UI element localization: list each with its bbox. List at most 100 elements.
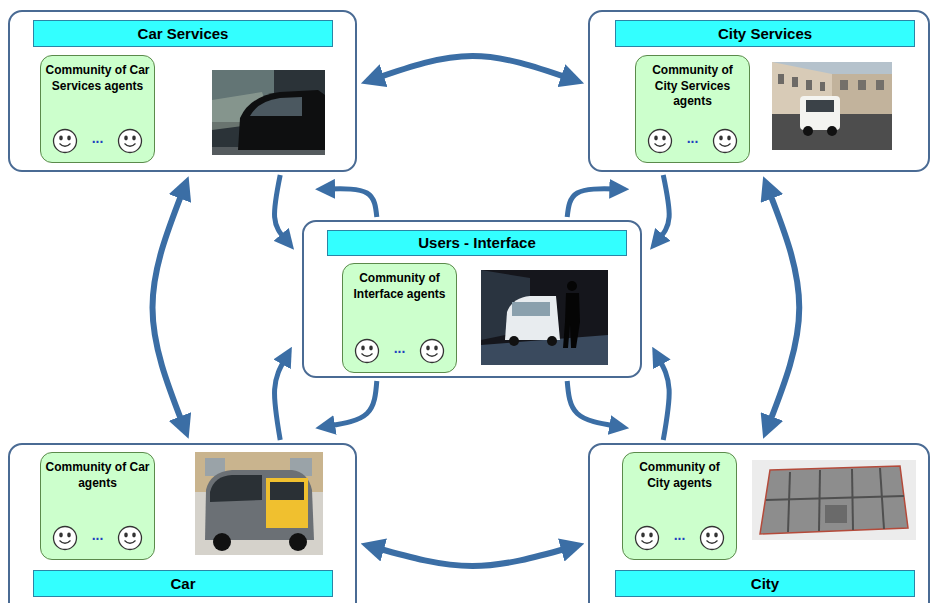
car-photo-part (289, 533, 307, 551)
smiley-mouth (59, 144, 70, 147)
smiley-eye (132, 533, 136, 538)
city-floorplan-picture-part (752, 460, 916, 540)
city-services-photo-part (832, 74, 892, 114)
ellipsis-mark: ... (92, 131, 104, 151)
smiley-eye (361, 346, 365, 351)
agent-row: ... (627, 523, 732, 553)
smiley-eye (59, 533, 63, 538)
community-title: Community of Interface agents (347, 271, 452, 302)
agent-smiley (52, 128, 78, 154)
smiley-mouth (125, 144, 136, 147)
car-photo-part (205, 470, 314, 540)
smiley-face (355, 340, 378, 363)
smiley-eye (727, 136, 731, 141)
smiley-eye (714, 533, 718, 538)
smiley-eye (649, 533, 653, 538)
interface-photo-part (563, 293, 580, 348)
community-title: Community of Car Services agents (45, 63, 150, 94)
city-services-photo-part (803, 126, 813, 136)
smiley-face (648, 130, 671, 153)
smiley-mouth (125, 541, 136, 544)
smiley-eye (67, 136, 71, 141)
agent-community-box: Community of Car agents... (40, 452, 155, 560)
smiley-mouth (641, 541, 652, 544)
smiley-eye (719, 136, 723, 141)
flow-arrow (274, 175, 285, 239)
city-floorplan-picture (752, 460, 916, 540)
agent-smiley (52, 525, 78, 551)
flow-arrow (567, 189, 615, 217)
car-services-photo (212, 70, 325, 155)
city-services-photo-part (778, 74, 784, 84)
smiley-eye (426, 346, 430, 351)
smiley-face (714, 130, 737, 153)
ellipsis-mark: ... (674, 528, 686, 548)
panel-title: Users - Interface (327, 230, 627, 256)
smiley-eye (67, 533, 71, 538)
agent-community-box: Community of City Services agents... (635, 55, 750, 163)
agent-smiley (699, 525, 725, 551)
city-services-photo-part (772, 62, 892, 150)
ellipsis-mark: ... (92, 528, 104, 548)
flow-arrow (329, 189, 377, 217)
system-panel: CityCommunity of City agents... (588, 443, 930, 603)
flow-arrow (567, 381, 615, 426)
double-arrow (377, 548, 568, 566)
city-services-photo-part (800, 96, 840, 130)
double-arrow (769, 192, 799, 423)
smiley-eye (124, 136, 128, 141)
city-services-photo-part (827, 126, 837, 136)
agent-community-box: Community of City agents... (622, 452, 737, 560)
panel-title: City Services (615, 20, 915, 47)
agent-smiley (712, 128, 738, 154)
community-title: Community of City Services agents (640, 63, 745, 110)
double-arrow (153, 192, 183, 423)
agent-row: ... (640, 126, 745, 156)
city-floorplan-picture-part (766, 496, 904, 500)
car-photo-part (213, 533, 231, 551)
city-floorplan-picture-part (825, 505, 847, 523)
smiley-eye (641, 533, 645, 538)
agent-smiley (354, 338, 380, 364)
city-services-photo-part (840, 80, 848, 90)
smiley-eye (369, 346, 373, 351)
interface-photo-part (547, 336, 557, 346)
agent-community-box: Community of Car Services agents... (40, 55, 155, 163)
smiley-mouth (654, 144, 665, 147)
flow-arrow (659, 359, 669, 440)
system-panel: CarCommunity of Car agents... (8, 443, 357, 603)
city-services-photo (772, 62, 892, 150)
smiley-eye (124, 533, 128, 538)
car-photo-part (195, 452, 323, 555)
car-photo (195, 452, 323, 555)
system-panel: City ServicesCommunity of City Services … (588, 10, 930, 172)
flow-arrow (274, 359, 285, 440)
flow-arrow (659, 175, 669, 239)
agent-community-box: Community of Interface agents... (342, 263, 457, 373)
interface-photo-part (567, 281, 577, 291)
agent-smiley (634, 525, 660, 551)
car-services-photo-part (238, 90, 325, 150)
city-floorplan-picture-part (760, 466, 908, 534)
car-services-photo-part (250, 97, 302, 116)
smiley-mouth (707, 541, 718, 544)
smiley-mouth (720, 144, 731, 147)
agent-smiley (419, 338, 445, 364)
agent-smiley (117, 525, 143, 551)
smiley-eye (654, 136, 658, 141)
agent-smiley (117, 128, 143, 154)
smiley-eye (434, 346, 438, 351)
smiley-face (421, 340, 444, 363)
car-photo-part (270, 482, 304, 500)
city-floorplan-picture-part (880, 468, 884, 529)
car-photo-part (210, 475, 262, 502)
smiley-eye (706, 533, 710, 538)
city-services-photo-part (792, 77, 798, 87)
flow-arrow (329, 381, 377, 426)
interface-photo-part (512, 302, 550, 316)
smiley-face (119, 130, 142, 153)
system-panel: Car ServicesCommunity of Car Services ag… (8, 10, 357, 172)
interface-photo-part (481, 270, 608, 365)
city-floorplan-picture-part (852, 469, 853, 530)
agent-smiley (647, 128, 673, 154)
